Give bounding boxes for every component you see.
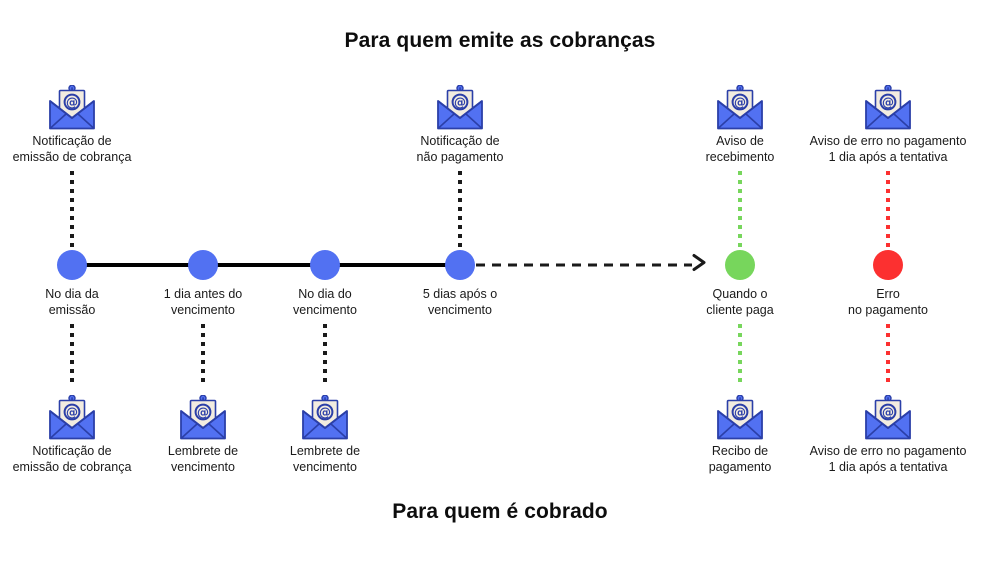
node-label-cliente-paga: Quando o cliente paga xyxy=(706,286,773,318)
bottom-connector-um-dia-antes xyxy=(201,324,205,391)
email-envelope-icon: @ xyxy=(299,395,351,441)
caption-line: Notificação de xyxy=(32,134,112,148)
svg-text:@: @ xyxy=(882,406,894,420)
caption-line: vencimento xyxy=(171,303,235,317)
caption-line: emissão de cobrança xyxy=(12,150,132,164)
top-connector-cliente-paga xyxy=(738,171,742,251)
email-envelope-icon: @ xyxy=(862,395,914,441)
timeline-axis-solid xyxy=(72,263,460,267)
email-envelope-icon: @ xyxy=(714,85,766,131)
bottom-branch-caption-um-dia-antes: Lembrete de vencimento xyxy=(168,443,238,475)
caption-line: Lembrete de xyxy=(289,444,361,458)
svg-text:@: @ xyxy=(319,406,331,420)
svg-text:@: @ xyxy=(66,96,78,110)
svg-text:@: @ xyxy=(734,406,746,420)
top-branch-caption-emissao: Notificação de emissão de cobrança xyxy=(13,133,132,165)
email-envelope-icon: @ xyxy=(46,85,98,131)
caption-line: recebimento xyxy=(705,150,775,164)
caption-line: 5 dias após o xyxy=(422,287,498,301)
node-label-um-dia-antes: 1 dia antes do vencimento xyxy=(164,286,243,318)
top-connector-emissao xyxy=(70,171,74,251)
node-label-dia-do-vencimento: No dia do vencimento xyxy=(293,286,357,318)
bottom-connector-cliente-paga xyxy=(738,324,742,391)
caption-line: Quando o xyxy=(712,287,768,301)
bottom-connector-erro-pagamento xyxy=(886,324,890,391)
caption-line: Notificação de xyxy=(32,444,112,458)
bottom-branch-caption-dia-do-vencimento: Lembrete de vencimento xyxy=(290,443,360,475)
top-connector-erro-pagamento xyxy=(886,171,890,251)
caption-line: emissão de cobrança xyxy=(12,460,132,474)
timeline-node-emissao[interactable] xyxy=(57,250,87,280)
caption-line: vencimento xyxy=(293,460,357,474)
caption-line: Lembrete de xyxy=(167,444,239,458)
caption-line: Aviso de erro no pagamento xyxy=(809,444,967,458)
caption-line: No dia da xyxy=(45,287,99,301)
caption-line: No dia do xyxy=(298,287,352,301)
bottom-connector-dia-do-vencimento xyxy=(323,324,327,391)
caption-line: Recibo de xyxy=(711,444,769,458)
caption-line: 1 dia após a tentativa xyxy=(828,150,948,164)
timeline-node-erro-pagamento[interactable] xyxy=(873,250,903,280)
caption-line: 1 dia antes do xyxy=(163,287,243,301)
caption-line: cliente paga xyxy=(706,303,774,317)
top-branch-caption-erro-pagamento: Aviso de erro no pagamento 1 dia após a t… xyxy=(810,133,967,165)
timeline-node-cinco-dias-apos[interactable] xyxy=(445,250,475,280)
caption-line: não pagamento xyxy=(416,150,504,164)
svg-text:@: @ xyxy=(197,406,209,420)
top-branch-caption-cliente-paga: Aviso de recebimento xyxy=(706,133,775,165)
timeline-node-cliente-paga[interactable] xyxy=(725,250,755,280)
caption-line: Notificação de xyxy=(420,134,500,148)
timeline-axis-dashed xyxy=(460,263,692,267)
email-envelope-icon: @ xyxy=(177,395,229,441)
page-title-bottom: Para quem é cobrado xyxy=(392,500,608,523)
timeline-node-um-dia-antes[interactable] xyxy=(188,250,218,280)
svg-text:@: @ xyxy=(882,96,894,110)
svg-text:@: @ xyxy=(454,96,466,110)
caption-line: vencimento xyxy=(171,460,235,474)
email-envelope-icon: @ xyxy=(862,85,914,131)
timeline-arrowhead-icon xyxy=(692,254,708,277)
node-label-cinco-dias-apos: 5 dias após o vencimento xyxy=(423,286,497,318)
caption-line: no pagamento xyxy=(848,303,928,317)
caption-line: Erro xyxy=(876,287,900,301)
caption-line: vencimento xyxy=(428,303,492,317)
bottom-branch-caption-cliente-paga: Recibo de pagamento xyxy=(709,443,772,475)
svg-text:@: @ xyxy=(734,96,746,110)
email-envelope-icon: @ xyxy=(714,395,766,441)
bottom-connector-emissao xyxy=(70,324,74,391)
caption-line: Aviso de erro no pagamento xyxy=(809,134,967,148)
timeline-node-dia-do-vencimento[interactable] xyxy=(310,250,340,280)
page-title-top: Para quem emite as cobranças xyxy=(344,29,656,52)
node-label-erro-pagamento: Erro no pagamento xyxy=(848,286,928,318)
caption-line: vencimento xyxy=(293,303,357,317)
top-connector-cinco-dias-apos xyxy=(458,171,462,251)
email-envelope-icon: @ xyxy=(46,395,98,441)
bottom-branch-caption-emissao: Notificação de emissão de cobrança xyxy=(13,443,132,475)
caption-line: Aviso de xyxy=(716,134,764,148)
node-label-emissao: No dia da emissão xyxy=(45,286,99,318)
bottom-branch-caption-erro-pagamento: Aviso de erro no pagamento 1 dia após a t… xyxy=(810,443,967,475)
top-branch-caption-cinco-dias-apos: Notificação de não pagamento xyxy=(417,133,504,165)
caption-line: emissão xyxy=(48,303,96,317)
svg-text:@: @ xyxy=(66,406,78,420)
caption-line: pagamento xyxy=(708,460,772,474)
caption-line: 1 dia após a tentativa xyxy=(828,460,948,474)
email-envelope-icon: @ xyxy=(434,85,486,131)
